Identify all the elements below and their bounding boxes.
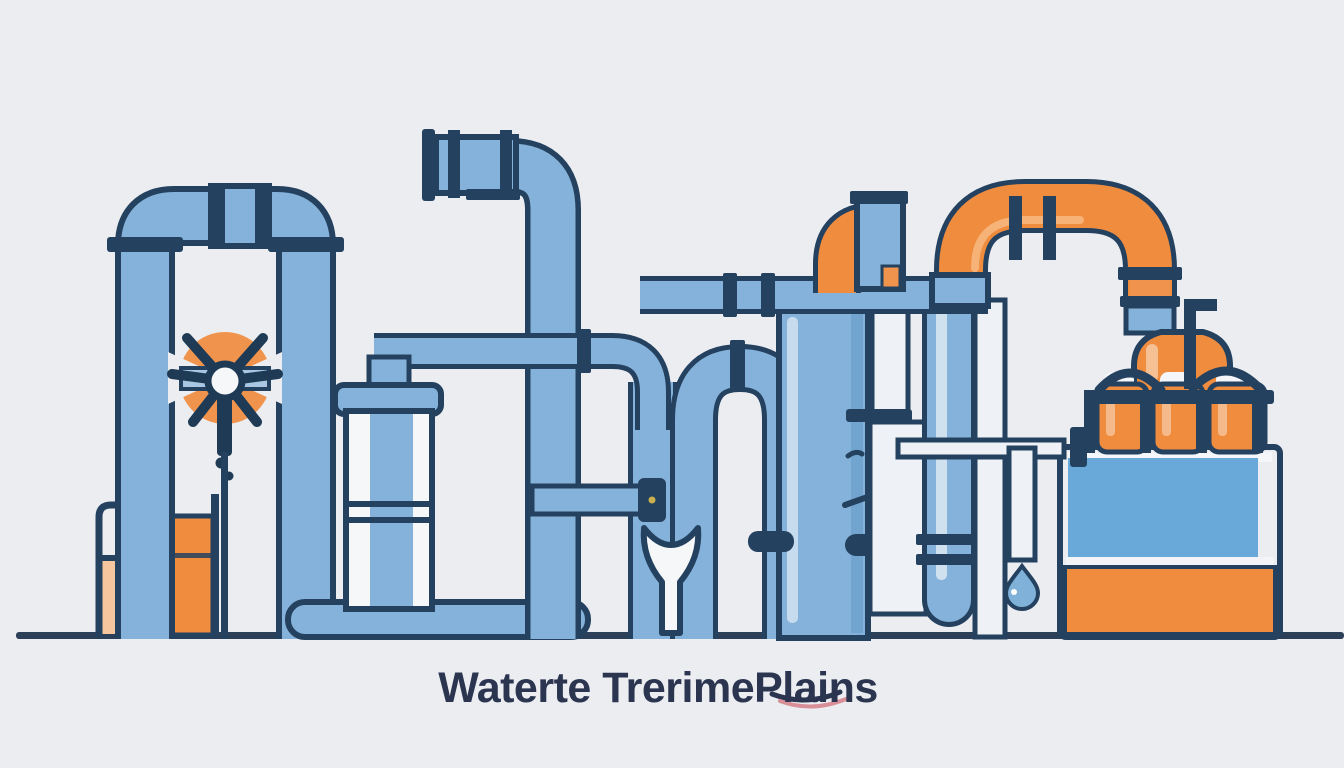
water-layer — [1068, 458, 1258, 557]
left-leg-flange — [107, 237, 183, 252]
wheel-hub — [204, 360, 246, 402]
left-pipe-arch — [107, 183, 344, 639]
valve-stem-rod — [221, 452, 228, 639]
funnel — [640, 525, 702, 636]
thin-bypass-pipe — [972, 297, 1008, 640]
side-valve-left — [748, 531, 794, 552]
orange-layer — [1063, 565, 1277, 636]
orange-elbow-pipe — [813, 191, 908, 293]
storage-cylinder — [332, 354, 444, 612]
drip-pipe — [895, 427, 1087, 611]
valve-fan-wheel — [167, 332, 283, 639]
arch-left-coupler — [929, 272, 991, 309]
caption-underline-swoosh — [769, 689, 848, 709]
right-leg-flange — [268, 237, 344, 252]
capped-inlet-pipe — [374, 129, 678, 639]
layered-tank — [1057, 299, 1283, 640]
hook-handle — [1184, 299, 1217, 389]
arch-right-coupler — [1123, 303, 1177, 336]
orange-pipe-arch — [929, 179, 1182, 336]
caption: Waterte TrerimePlains — [438, 664, 878, 712]
bottle-crate — [1084, 366, 1274, 455]
water-droplet — [1003, 562, 1041, 611]
small-pipe-arch — [670, 340, 810, 639]
link-pipe — [529, 483, 651, 517]
